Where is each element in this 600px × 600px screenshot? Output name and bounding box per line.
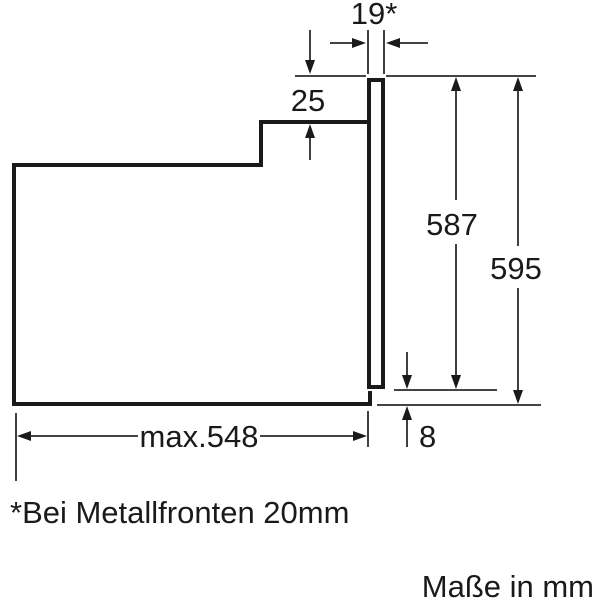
dim-label-top-overlap: 25 <box>291 83 325 118</box>
dim-label-door-thickness: 19* <box>351 0 398 31</box>
arrow-down-icon <box>402 375 412 389</box>
dim-label-bottom-gap: 8 <box>419 419 436 454</box>
arrow-down-icon <box>513 390 523 404</box>
dim-bottom-gap: 8 <box>402 352 436 454</box>
arrow-up-icon <box>513 77 523 91</box>
extension-lines <box>15 30 541 481</box>
arrow-right-icon <box>352 38 366 48</box>
dim-depth: max.548 <box>17 419 367 454</box>
arrow-down-icon <box>451 375 461 389</box>
door-panel <box>367 78 385 389</box>
arrow-up-icon <box>402 406 412 420</box>
arrow-right-icon <box>353 431 367 441</box>
arrow-up-icon <box>305 124 315 138</box>
dim-label-outer-height: 595 <box>490 251 542 286</box>
dim-label-depth: max.548 <box>140 419 259 454</box>
units-note: Maße in mm <box>422 569 594 600</box>
dim-top-overlap: 25 <box>291 30 325 160</box>
oven-body-outline <box>12 120 372 406</box>
arrow-left-icon <box>17 431 31 441</box>
dim-outer-height: 595 <box>490 77 542 404</box>
footnote-metal-fronts: *Bei Metallfronten 20mm <box>10 495 349 530</box>
arrow-down-icon <box>305 60 315 74</box>
arrow-up-icon <box>451 77 461 91</box>
arrow-left-icon <box>386 38 400 48</box>
dim-door-thickness: 19* <box>330 0 428 48</box>
dim-inner-height: 587 <box>426 77 478 389</box>
dim-label-inner-height: 587 <box>426 207 478 242</box>
